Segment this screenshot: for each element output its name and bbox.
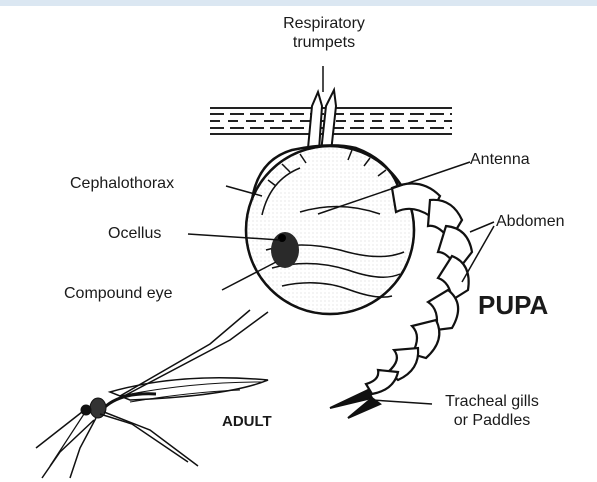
label-compound-eye: Compound eye — [64, 284, 173, 303]
cephalothorax — [246, 145, 414, 314]
tracheal-line1: Tracheal gills — [432, 392, 552, 411]
label-respiratory-trumpets: Respiratory trumpets — [262, 14, 386, 52]
label-antenna: Antenna — [470, 150, 530, 169]
label-adult: ADULT — [222, 412, 272, 431]
respiratory-line2: trumpets — [262, 33, 386, 52]
respiratory-line1: Respiratory — [262, 14, 386, 33]
ocellus-shape — [278, 234, 286, 242]
abdomen-pointer-1 — [470, 222, 494, 232]
tracheal-pointer — [372, 400, 432, 404]
label-pupa: PUPA — [478, 290, 548, 320]
adult-mosquito — [36, 310, 268, 478]
label-cephalothorax: Cephalothorax — [70, 174, 174, 193]
label-abdomen: Abdomen — [496, 212, 565, 231]
label-tracheal-gills: Tracheal gills or Paddles — [432, 392, 552, 430]
tracheal-line2: or Paddles — [432, 411, 552, 430]
label-ocellus: Ocellus — [108, 224, 161, 243]
